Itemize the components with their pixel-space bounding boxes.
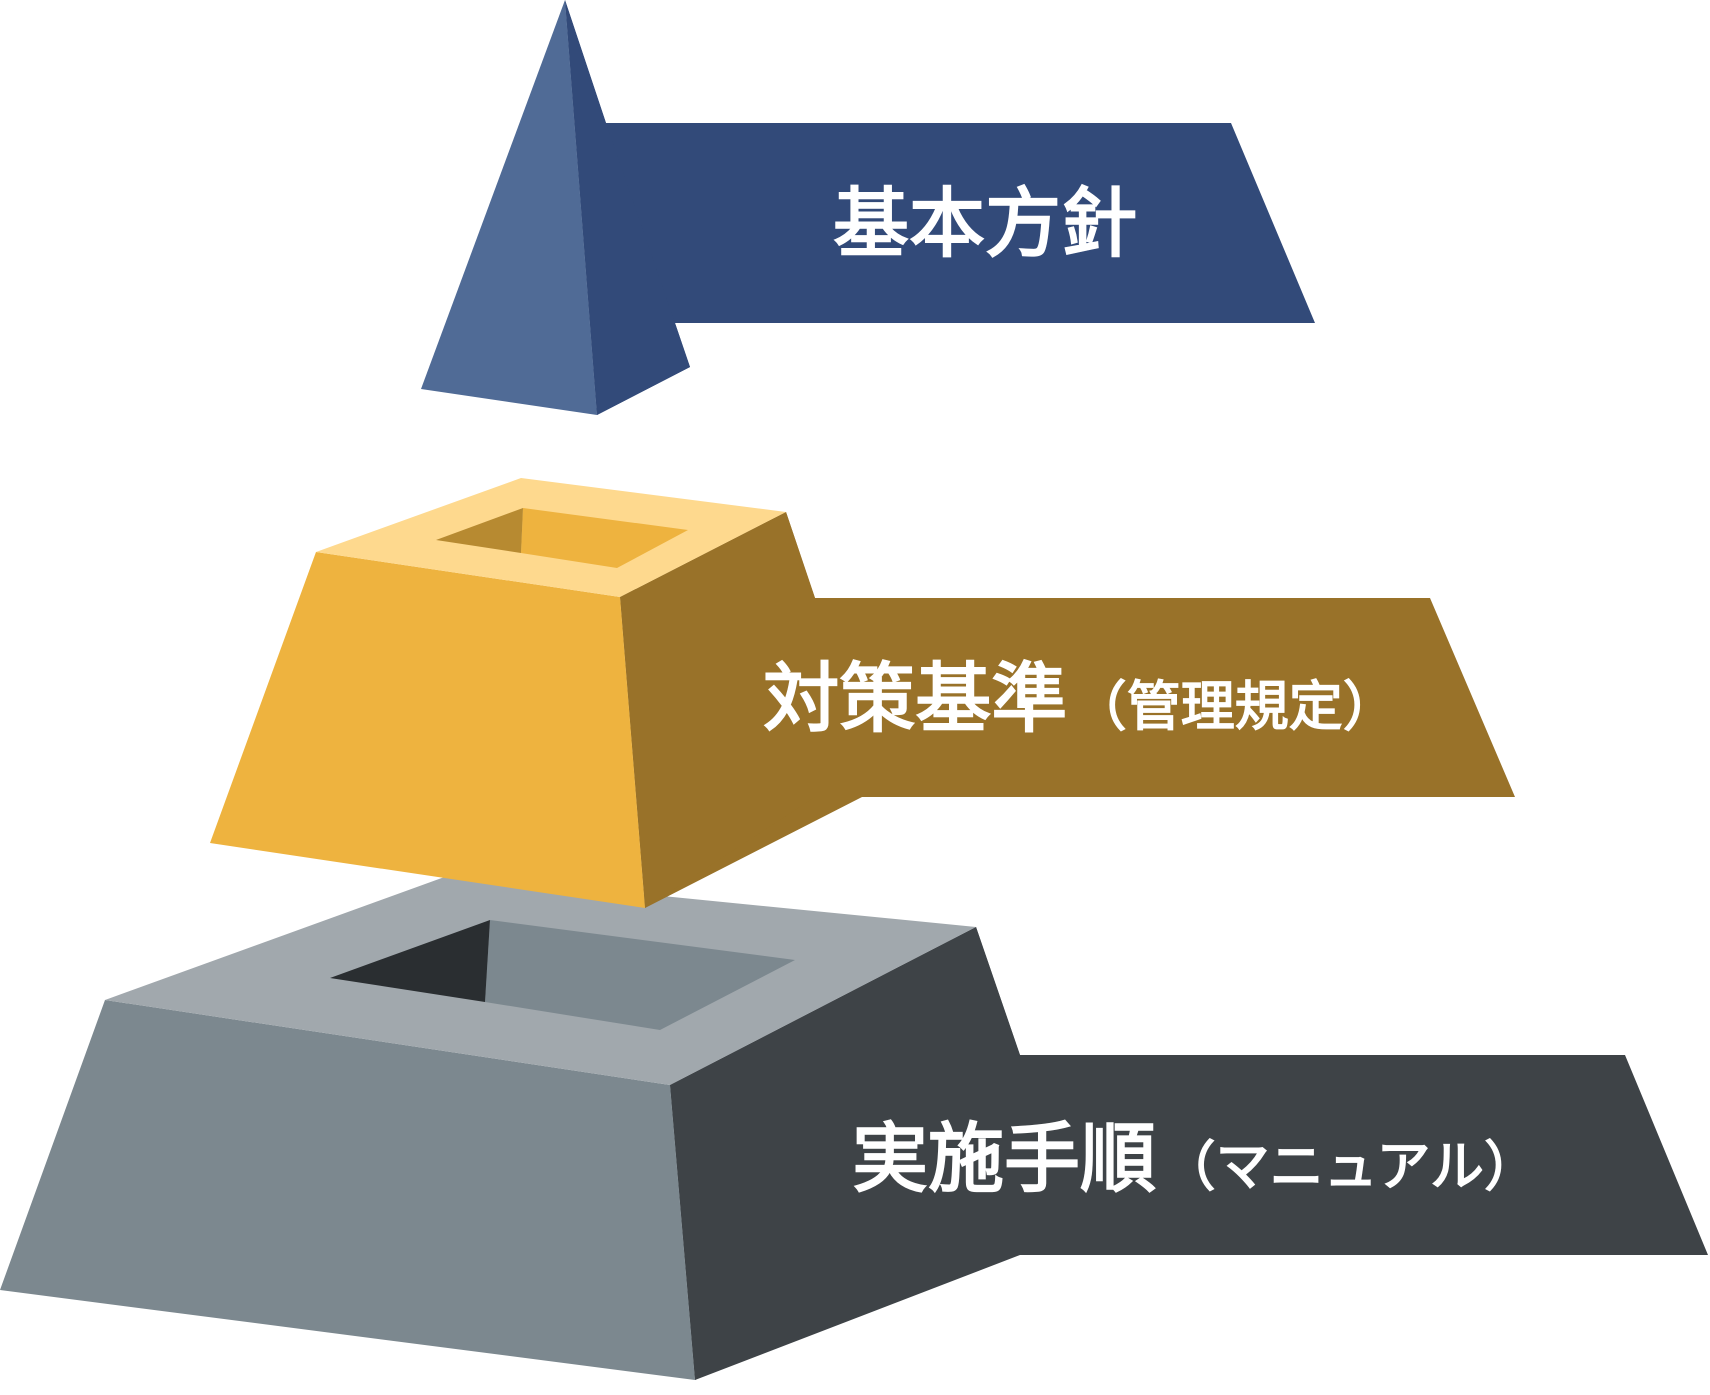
tier-middle-band — [620, 512, 1515, 908]
tier-top-side — [565, 0, 690, 415]
tier-bottom-hole-light — [485, 920, 795, 1030]
tier-top — [421, 0, 1315, 415]
tier-middle-hole-dark — [436, 508, 523, 553]
tier-middle-label: 対策基準 （管理規定） — [763, 654, 1397, 743]
tier-middle — [210, 478, 1515, 908]
tier-middle-subtitle: （管理規定） — [1073, 675, 1397, 738]
tier-bottom — [0, 875, 1708, 1380]
tier-bottom-title: 実施手順 — [852, 1114, 1156, 1203]
tier-middle-title: 対策基準 — [763, 654, 1067, 743]
tier-bottom-side — [670, 927, 1020, 1380]
tier-top-band — [565, 0, 1315, 415]
tier-bottom-label: 実施手順 （マニュアル） — [852, 1114, 1538, 1203]
tier-top-front — [421, 0, 597, 415]
tier-middle-side — [620, 512, 815, 908]
tier-top-label: 基本方針 — [833, 179, 1137, 268]
tier-bottom-front — [0, 1000, 695, 1380]
tier-middle-front — [210, 552, 645, 908]
tier-bottom-hole-dark — [330, 920, 490, 1002]
tier-bottom-subtitle: （マニュアル） — [1162, 1135, 1538, 1198]
tier-top-title: 基本方針 — [833, 179, 1137, 268]
tier-middle-hole-light — [521, 508, 688, 568]
